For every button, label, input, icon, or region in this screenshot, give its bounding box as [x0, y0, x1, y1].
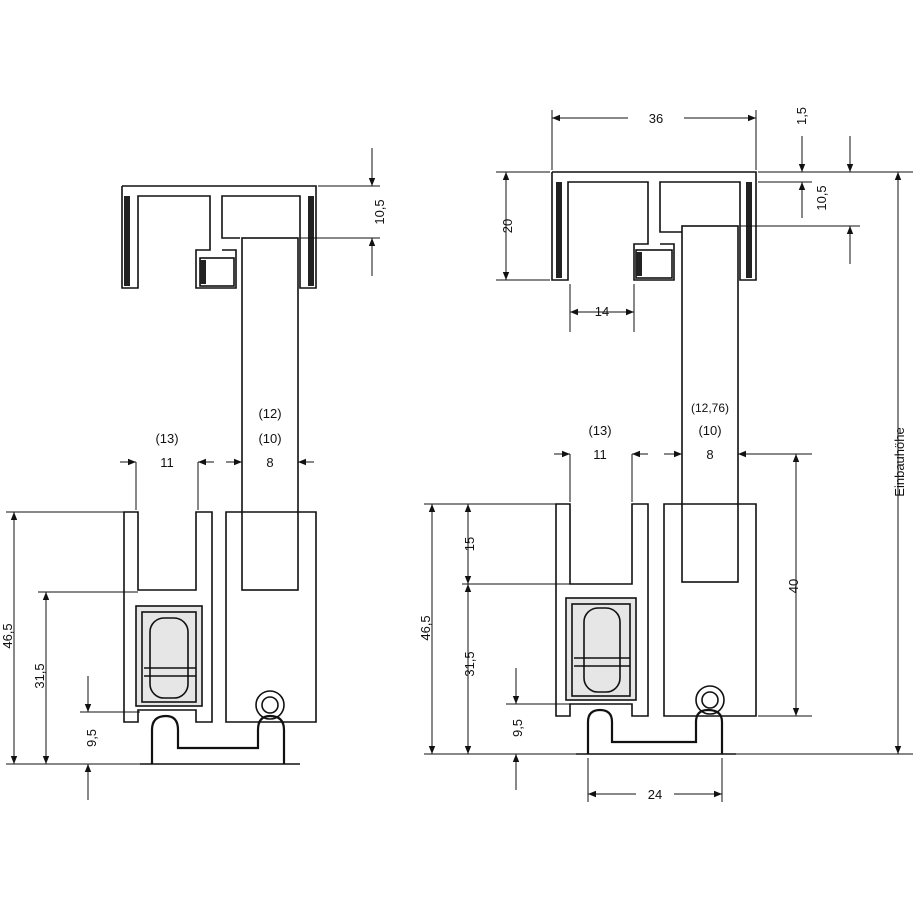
left-bottom-guide — [123, 511, 317, 723]
left-dim-8: 8 — [266, 455, 273, 470]
right-door-panel — [681, 225, 739, 583]
left-dim-11: 11 — [160, 455, 174, 470]
left-floor-guide — [150, 714, 286, 764]
right-floor-guide — [586, 708, 724, 754]
left-top-rail — [121, 185, 317, 289]
right-bottom-guide — [555, 503, 757, 717]
right-dim-8: 8 — [706, 447, 713, 462]
left-dim-46-5: 46,5 — [0, 623, 15, 648]
left-dim-paren-12: (12) — [258, 406, 281, 421]
right-dim-top-height: 10,5 — [814, 185, 829, 210]
left-door-panel — [241, 237, 299, 591]
left-dim-9-5: 9,5 — [84, 729, 99, 747]
left-profile-view: 10,5 (12) (10) 8 (13) 11 46,5 31,5 9,5 — [0, 148, 387, 800]
left-dim-top-height: 10,5 — [372, 199, 387, 224]
right-dim-paren-13: (13) — [588, 423, 611, 438]
right-dim-31-5: 31,5 — [462, 651, 477, 676]
right-dim-36: 36 — [649, 111, 663, 126]
left-dim-paren-10: (10) — [258, 431, 281, 446]
right-dim-46-5: 46,5 — [418, 615, 433, 640]
right-dim-paren-12-76: (12,76) — [691, 401, 729, 415]
right-dim-40: 40 — [786, 579, 801, 593]
right-dim-15: 15 — [462, 537, 477, 551]
right-dim-einbauhoehe: Einbauhöhe — [892, 427, 907, 496]
right-dim-14: 14 — [595, 304, 609, 319]
right-dim-11: 11 — [593, 447, 607, 462]
right-dim-9-5: 9,5 — [510, 719, 525, 737]
right-profile-view: 36 1,5 20 10,5 14 (12,76) (10) 8 (13) 11… — [418, 107, 913, 802]
right-dim-paren-10: (10) — [698, 423, 721, 438]
right-dim-24: 24 — [648, 787, 662, 802]
right-dimensions — [424, 110, 913, 802]
left-dim-31-5: 31,5 — [32, 663, 47, 688]
left-dim-paren-13: (13) — [155, 431, 178, 446]
left-dimensions — [6, 148, 380, 800]
right-dim-20: 20 — [500, 219, 515, 233]
right-top-rail — [551, 171, 757, 281]
right-dim-1-5: 1,5 — [794, 107, 809, 125]
